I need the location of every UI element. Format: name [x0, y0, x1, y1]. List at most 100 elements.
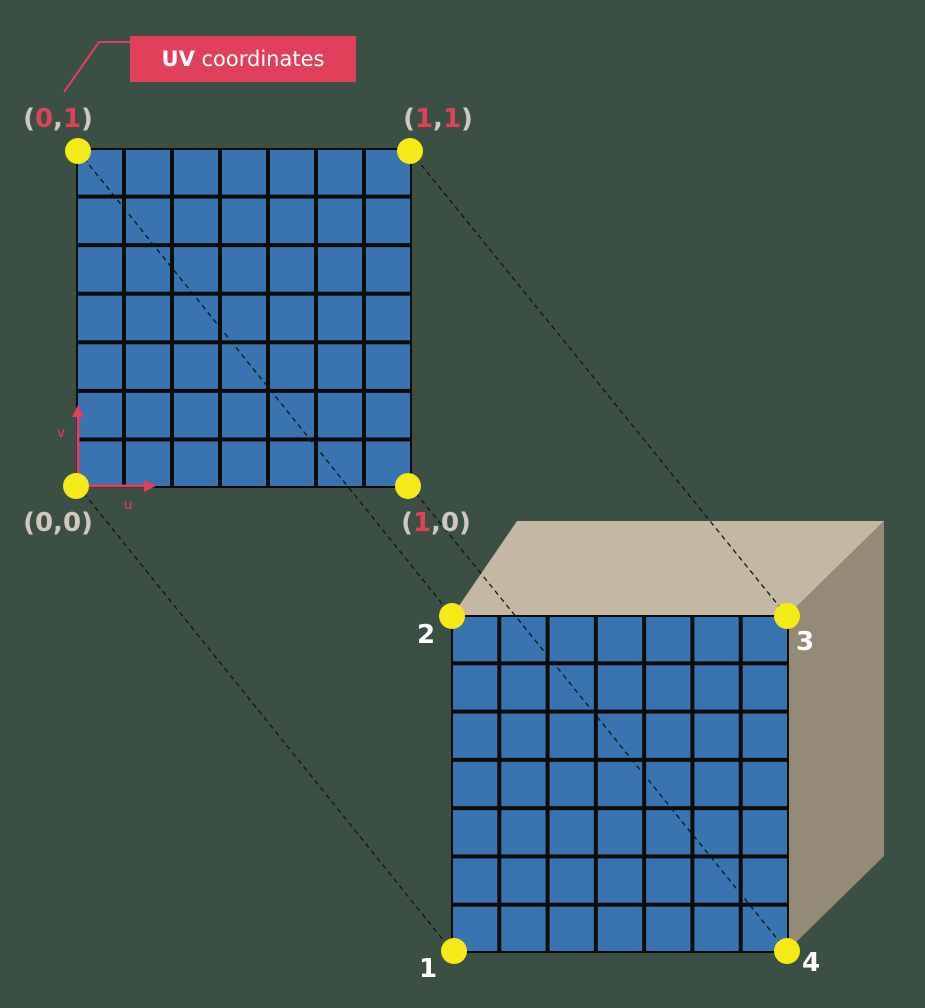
cube-tile: [597, 858, 643, 903]
uv-tile: [126, 295, 170, 341]
cube-tile: [549, 713, 594, 758]
uv-tile: [270, 295, 314, 341]
cube-top-face: [452, 521, 884, 616]
uv-texture-grid: [76, 148, 412, 488]
uv-label-bottom-left: (0,0): [23, 508, 93, 538]
callout-text: coordinates: [201, 47, 325, 71]
projection-line-top-right: [409, 150, 788, 617]
cube-tile: [453, 665, 498, 710]
cube-corner-number-3: 3: [796, 627, 814, 657]
uv-tile: [174, 295, 218, 341]
callout-bold-text: UV: [161, 47, 195, 71]
uv-label-top-left: (0,1): [23, 104, 93, 134]
callout-leader-line: [63, 41, 130, 93]
projection-lines: [77, 150, 788, 952]
uv-tile: [270, 150, 314, 195]
uv-tile: [270, 247, 314, 292]
uv-tile: [174, 150, 218, 195]
uv-tile: [366, 295, 410, 341]
cube-tile: [694, 761, 739, 807]
uv-tile: [222, 247, 266, 292]
cube-vertices: [439, 603, 800, 964]
projection-line-bottom-right: [409, 485, 788, 952]
cube-tile: [549, 906, 594, 951]
cube-vertex-1: [441, 938, 467, 964]
uv-tile: [126, 344, 170, 389]
cube-tile: [501, 810, 546, 855]
cube-tile: [597, 617, 643, 662]
uv-tile: [174, 344, 218, 389]
uv-tile: [222, 441, 266, 486]
cube-tile: [646, 713, 691, 758]
cube-tile: [694, 906, 739, 951]
projection-line-top-left: [77, 150, 453, 617]
cube-tile: [549, 617, 594, 662]
cube-tile: [597, 810, 643, 855]
cube-tile: [549, 665, 594, 710]
cube-tile: [597, 713, 643, 758]
uv-tile: [78, 344, 122, 389]
uv-tile: [78, 295, 122, 341]
uv-label-bottom-right: (1,0): [401, 508, 471, 538]
cube-tile: [646, 761, 691, 807]
cube-tile: [694, 665, 739, 710]
cube-tile: [501, 617, 546, 662]
uv-tile: [222, 392, 266, 438]
uv-tile: [222, 295, 266, 341]
uv-label-top-right: (1,1): [403, 104, 473, 134]
cube-tile: [742, 810, 787, 855]
cube-vertex-4: [774, 938, 800, 964]
cube-tile: [694, 810, 739, 855]
cube-tile: [694, 713, 739, 758]
cube-tile: [694, 858, 739, 903]
uv-vertices: [63, 138, 423, 499]
cube-tile: [549, 761, 594, 807]
cube-tile: [501, 761, 546, 807]
uv-tile: [366, 392, 410, 438]
cube-tile: [501, 906, 546, 951]
uv-tile: [222, 344, 266, 389]
cube-tile: [742, 761, 787, 807]
cube-tile: [646, 617, 691, 662]
cube-tile: [742, 858, 787, 903]
uv-tile: [222, 198, 266, 244]
cube-tile: [453, 761, 498, 807]
uv-tile: [318, 150, 362, 195]
uv-tile: [318, 344, 362, 389]
cube-corner-number-1: 1: [419, 954, 437, 984]
cube-tile: [501, 713, 546, 758]
cube-tile: [549, 858, 594, 903]
uv-tile: [318, 247, 362, 292]
u-axis-label: u: [124, 497, 133, 513]
cube-tile: [501, 858, 546, 903]
uv-vertex-bottom-right: [395, 473, 421, 499]
cube-front-face-grid: [451, 615, 789, 953]
uv-tile: [222, 150, 266, 195]
uv-vertex-top-right: [397, 138, 423, 164]
u-arrow-head: [144, 480, 156, 492]
cube-side-face: [787, 521, 884, 951]
uv-tile: [366, 198, 410, 244]
uv-tile: [78, 392, 122, 438]
uv-tile: [78, 247, 122, 292]
cube-tile: [597, 761, 643, 807]
uv-tile: [126, 247, 170, 292]
cube-corner-number-4: 4: [802, 948, 820, 978]
uv-tile: [318, 392, 362, 438]
uv-tile: [174, 441, 218, 486]
uv-tile: [174, 247, 218, 292]
v-arrow-head: [72, 405, 84, 417]
cube-tile: [646, 858, 691, 903]
cube-tile: [646, 906, 691, 951]
uv-tile: [270, 441, 314, 486]
cube-vertex-3: [774, 603, 800, 629]
uv-tile: [318, 441, 362, 486]
cube-tile: [597, 665, 643, 710]
cube-tile: [453, 810, 498, 855]
cube-tile: [694, 617, 739, 662]
cube-tile: [742, 713, 787, 758]
cube-tile: [597, 906, 643, 951]
cube-tile: [453, 858, 498, 903]
